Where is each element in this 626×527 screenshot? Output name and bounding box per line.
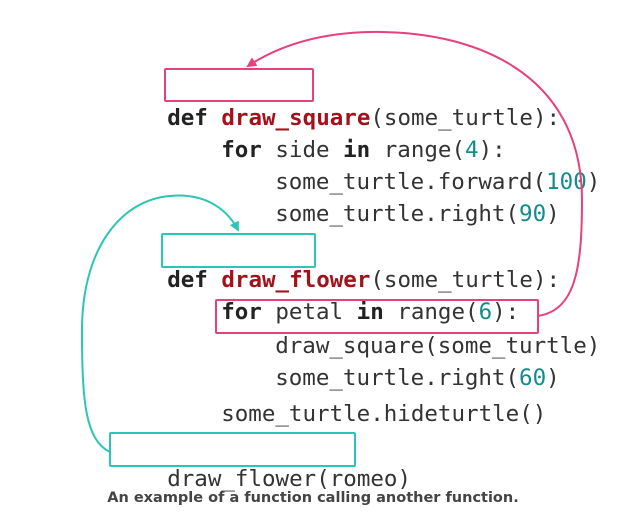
draw-flower-call-text: draw_flower(romeo) xyxy=(167,466,412,492)
number-literal: 4 xyxy=(465,137,479,163)
code-text: petal xyxy=(261,299,357,325)
code-text: some_turtle.forward( xyxy=(275,169,547,195)
code-text: ) xyxy=(546,365,560,391)
draw-flower-definition-highlight-box xyxy=(161,233,316,268)
code-text: ) xyxy=(546,201,560,227)
code-line-hideturtle: some_turtle.hideturtle() xyxy=(167,366,546,462)
code-text: ) xyxy=(586,169,601,195)
code-line-forward: some_turtle.forward(100) xyxy=(221,134,600,230)
code-line-for-side: for side in range(4): xyxy=(167,102,506,198)
code-text: ): xyxy=(492,299,520,325)
keyword-def: def xyxy=(167,105,208,131)
code-line-for-petal: for petal in range(6): xyxy=(167,264,519,360)
code-text: range( xyxy=(370,137,466,163)
code-text: range( xyxy=(383,299,479,325)
number-literal: 60 xyxy=(519,365,547,391)
figure-caption: An example of a function calling another… xyxy=(107,490,519,506)
keyword-in: in xyxy=(343,137,371,163)
code-line-right-90: some_turtle.right(90) xyxy=(221,166,560,262)
code-text: (some_turtle): xyxy=(370,105,561,131)
code-line-def-draw-square: def draw_square(some_turtle): xyxy=(113,70,560,166)
code-text: ): xyxy=(478,137,506,163)
keyword-def: def xyxy=(167,267,208,293)
teal-call-arrow xyxy=(80,194,239,453)
code-text: some_turtle.right( xyxy=(275,365,520,391)
function-name-draw-square: draw_square xyxy=(221,105,371,131)
code-line-right-60: some_turtle.right(60) xyxy=(221,330,560,426)
code-line-def-draw-flower: def draw_flower(some_turtle): xyxy=(113,232,560,328)
code-text: some_turtle.hideturtle() xyxy=(221,401,547,427)
draw-flower-call-highlight-box xyxy=(109,432,356,467)
draw-square-definition-highlight-box xyxy=(164,68,314,102)
keyword-for: for xyxy=(221,299,262,325)
pink-call-arrow xyxy=(246,30,584,317)
code-text: some_turtle.right( xyxy=(275,201,520,227)
code-line-call-draw-square: draw_square(some_turtle) xyxy=(221,298,600,394)
number-literal: 6 xyxy=(478,299,493,325)
draw-square-call-text: draw_square(some_turtle) xyxy=(275,333,601,359)
draw-square-call-highlight-box xyxy=(215,299,539,334)
keyword-in: in xyxy=(356,299,384,325)
number-literal: 90 xyxy=(519,201,547,227)
code-line-call-draw-flower: draw_flower(romeo) xyxy=(113,431,411,527)
function-name-draw-flower: draw_flower xyxy=(221,267,371,293)
code-text: (some_turtle): xyxy=(370,267,561,293)
code-block: def draw_square(some_turtle): for side i… xyxy=(113,70,600,492)
code-text: side xyxy=(261,137,344,163)
keyword-for: for xyxy=(221,137,262,163)
